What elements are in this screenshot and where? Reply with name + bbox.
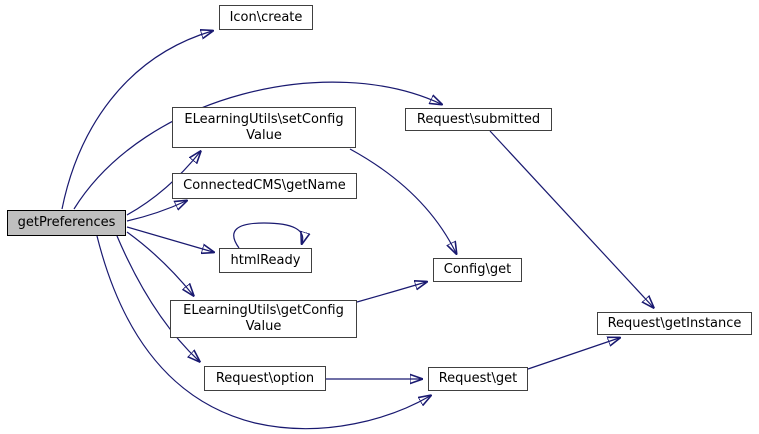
edge-setconfigvalue-to-config-get — [349, 148, 456, 253]
edge-getpreferences-to-request-option — [116, 235, 199, 361]
node-config-get[interactable]: Config\get — [433, 258, 522, 282]
node-getpreferences[interactable]: getPreferences — [7, 210, 126, 236]
node-htmlready[interactable]: htmlReady — [219, 248, 312, 273]
edge-htmlready-self-loop — [233, 222, 303, 249]
node-request-get-label: Request\get — [438, 371, 518, 386]
node-getconfigvalue-label-line1: ELearningUtils\getConfig — [183, 303, 344, 318]
edge-getpreferences-to-getconfigvalue — [126, 231, 193, 295]
edge-request-get-to-getinstance — [527, 338, 619, 370]
node-getpreferences-label: getPreferences — [17, 215, 116, 230]
node-htmlready-label: htmlReady — [230, 252, 301, 268]
edge-getpreferences-to-icon-create — [61, 31, 212, 210]
edge-getpreferences-to-setconfigvalue — [126, 152, 200, 216]
node-request-option-label: Request\option — [215, 370, 315, 386]
node-request-option[interactable]: Request\option — [204, 366, 326, 391]
edge-getpreferences-to-request-get — [96, 235, 430, 430]
node-setconfigvalue-label-line1: ELearningUtils\setConfig — [184, 111, 344, 127]
edge-getpreferences-to-request-submitted — [73, 81, 441, 210]
node-elearningutils-setconfigvalue[interactable]: ELearningUtils\setConfig Value — [172, 107, 356, 148]
edge-getconfigvalue-to-config-get — [356, 282, 426, 303]
node-request-getinstance[interactable]: Request\getInstance — [597, 312, 752, 335]
node-icon-create[interactable]: Icon\create — [219, 5, 313, 30]
edge-getpreferences-to-getname — [126, 201, 186, 222]
edge-request-submitted-to-getinstance — [489, 130, 653, 307]
node-connectedcms-getname-label: ConnectedCMS\getName — [183, 178, 346, 193]
node-getconfigvalue-label-line2: Value — [245, 319, 282, 334]
node-elearningutils-getconfigvalue[interactable]: ELearningUtils\getConfig Value — [170, 300, 357, 338]
edge-getpreferences-to-htmlready — [126, 226, 213, 252]
node-request-submitted-label: Request\submitted — [416, 111, 541, 127]
node-request-get[interactable]: Request\get — [428, 367, 528, 391]
node-request-submitted[interactable]: Request\submitted — [405, 108, 552, 131]
node-setconfigvalue-label-line2: Value — [246, 127, 282, 143]
node-icon-create-label: Icon\create — [229, 9, 303, 25]
node-connectedcms-getname[interactable]: ConnectedCMS\getName — [172, 173, 357, 199]
node-config-get-label: Config\get — [443, 262, 512, 277]
node-request-getinstance-label: Request\getInstance — [607, 315, 742, 331]
